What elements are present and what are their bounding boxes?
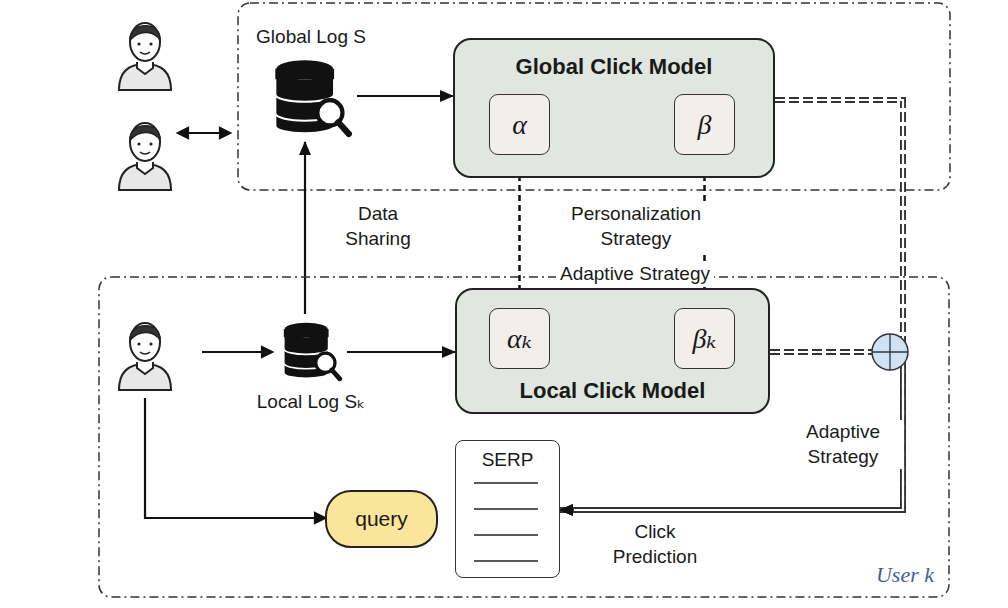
serp-line [474,534,538,536]
database-layer [275,77,334,102]
user-icon [119,123,171,190]
serp-line [474,482,538,484]
connector [357,96,453,97]
sum-junction [872,334,908,370]
edge-label: Adaptive Strategy [784,420,902,469]
node-param: αₖ [489,308,550,369]
node-serp: SERP [455,440,560,578]
database-layer [284,336,329,355]
model-title: Global Click Model [455,54,773,80]
connector [347,352,455,353]
node-dblog-local: Local Log Sₖ [236,318,386,422]
arrow-head [560,510,576,511]
log-label: Local Log Sₖ [257,390,365,413]
node-model-bottom: Local Click Model αₖ βₖ [455,288,770,414]
parameter-symbol: αₖ [507,322,532,355]
connector-line [357,95,453,97]
serp-title: SERP [456,449,559,471]
parameter-symbol: β [698,109,712,141]
region-border [99,277,949,597]
node-dblog: Global Log S [236,26,386,154]
connector-line [347,351,455,353]
query-text: query [355,507,408,531]
connector-line [304,142,306,314]
log-label: Global Log S [256,26,366,48]
magnifier-handle [338,122,349,134]
node-param: βₖ [674,308,735,369]
database-top-fill [284,329,329,337]
magnifier-handle [332,370,340,379]
model-title: Local Click Model [457,378,768,404]
edge-label: Click Prediction [592,520,718,569]
edge-label: Adaptive Strategy [556,262,714,287]
node-param: β [674,94,735,155]
serp-lines [456,477,556,577]
parameter-symbol: βₖ [692,322,716,355]
serp-line [474,508,538,510]
user-icon [119,23,171,90]
user-double-arrow [178,128,230,138]
parameter-symbol: α [512,109,527,141]
connector [305,142,306,314]
global-region [238,3,950,190]
node-pill: query [325,490,438,548]
edge-label: Personalization Strategy [558,202,714,251]
database-icon [269,54,353,138]
database-top [284,322,329,336]
database-icon [279,318,343,382]
database-top-fill [275,69,334,80]
edge-label: Data Sharing [330,202,426,251]
serp-line [474,560,538,562]
node-param: α [489,94,550,155]
node-model-top: Global Click Model α β [453,38,775,178]
user-icon [119,323,171,390]
region-label: User k [876,562,934,588]
